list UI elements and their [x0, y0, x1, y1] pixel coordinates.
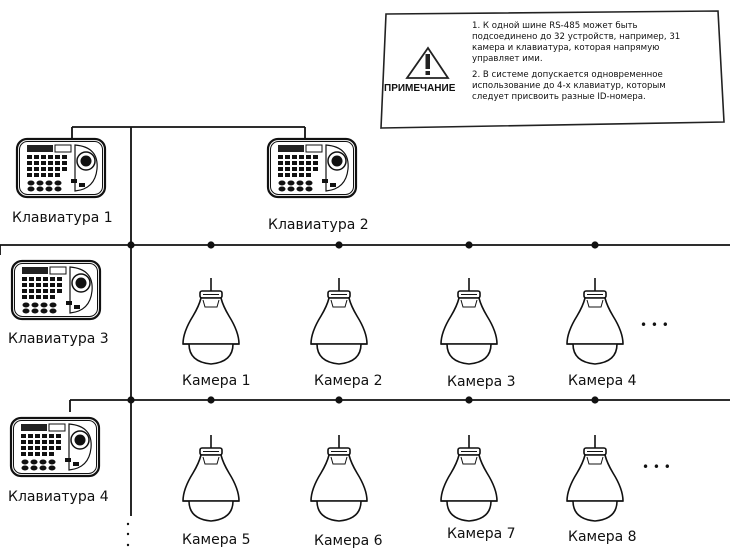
note-box	[380, 10, 725, 129]
note-label: ПРИМЕЧАНИЕ	[384, 83, 456, 94]
camera-3-icon	[440, 277, 498, 365]
keyboard-4-label: Клавиатура 4	[8, 489, 109, 505]
keyboard-1-label: Клавиатура 1	[12, 210, 113, 226]
note-item-2: 2. В системе допускается одновременное и…	[472, 70, 712, 103]
keyboard-4-icon	[9, 416, 101, 478]
camera-8-icon	[566, 434, 624, 522]
warning-triangle-icon	[405, 46, 450, 79]
note-item-2-line: 2. В системе допускается одновременное	[472, 70, 663, 80]
camera-8-label: Камера 8	[568, 529, 637, 545]
camera-1-label: Камера 1	[182, 373, 251, 389]
note-item-2-line: следует присвоить разные ID-номера.	[472, 92, 646, 102]
more-cameras-ellipsis-1: • • •	[640, 318, 669, 332]
note-item-1-line: подсоединено до 32 устройств, например, …	[472, 32, 681, 42]
keyboard-3-label: Клавиатура 3	[8, 331, 109, 347]
camera-1-icon	[182, 277, 240, 365]
camera-6-label: Камера 6	[314, 533, 383, 549]
camera-2-icon	[310, 277, 368, 365]
continuation-dots	[126, 522, 130, 547]
keyboard-1-icon	[15, 137, 107, 199]
keyboard-3-icon	[10, 259, 102, 321]
keyboard-2-icon	[266, 137, 358, 199]
camera-4-icon	[566, 277, 624, 365]
more-cameras-ellipsis-2: • • •	[642, 460, 671, 474]
note-item-1-line: камера и клавиатура, которая напрямую	[472, 43, 660, 53]
camera-7-icon	[440, 434, 498, 522]
camera-7-label: Камера 7	[447, 526, 516, 542]
note-item-2-line: использование до 4-х клавиатур, которым	[472, 81, 666, 91]
camera-5-label: Камера 5	[182, 532, 251, 548]
camera-6-icon	[310, 434, 368, 522]
camera-3-label: Камера 3	[447, 374, 516, 390]
camera-2-label: Камера 2	[314, 373, 383, 389]
note-item-1-line: 1. К одной шине RS-485 может быть	[472, 21, 638, 31]
camera-5-icon	[182, 434, 240, 522]
note-item-1-line: управляет ими.	[472, 54, 543, 64]
keyboard-2-label: Клавиатура 2	[268, 217, 369, 233]
camera-4-label: Камера 4	[568, 373, 637, 389]
note-item-1: 1. К одной шине RS-485 может быть подсое…	[472, 21, 712, 65]
junction-dots	[127, 241, 599, 404]
